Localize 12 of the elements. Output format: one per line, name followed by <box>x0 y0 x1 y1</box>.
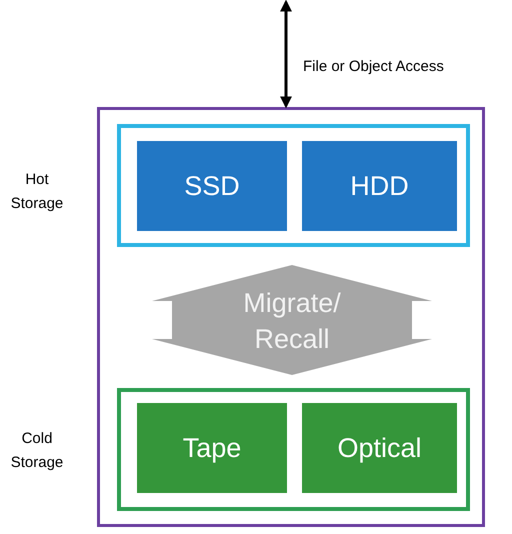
tier-label: Cold Storage <box>10 429 64 473</box>
double-arrow <box>280 0 292 108</box>
edge-label: File or Object Access <box>303 57 444 77</box>
storage-box: HDD <box>302 141 457 231</box>
storage-box: Optical <box>302 403 457 493</box>
storage-box: Tape <box>137 403 287 493</box>
double-arrow <box>152 265 432 375</box>
tier-frame <box>117 388 470 511</box>
tier-frame <box>117 124 470 247</box>
edge-label: Migrate/ Recall <box>242 287 342 356</box>
tier-label: Hot Storage <box>10 170 64 214</box>
storage-box: SSD <box>137 141 287 231</box>
